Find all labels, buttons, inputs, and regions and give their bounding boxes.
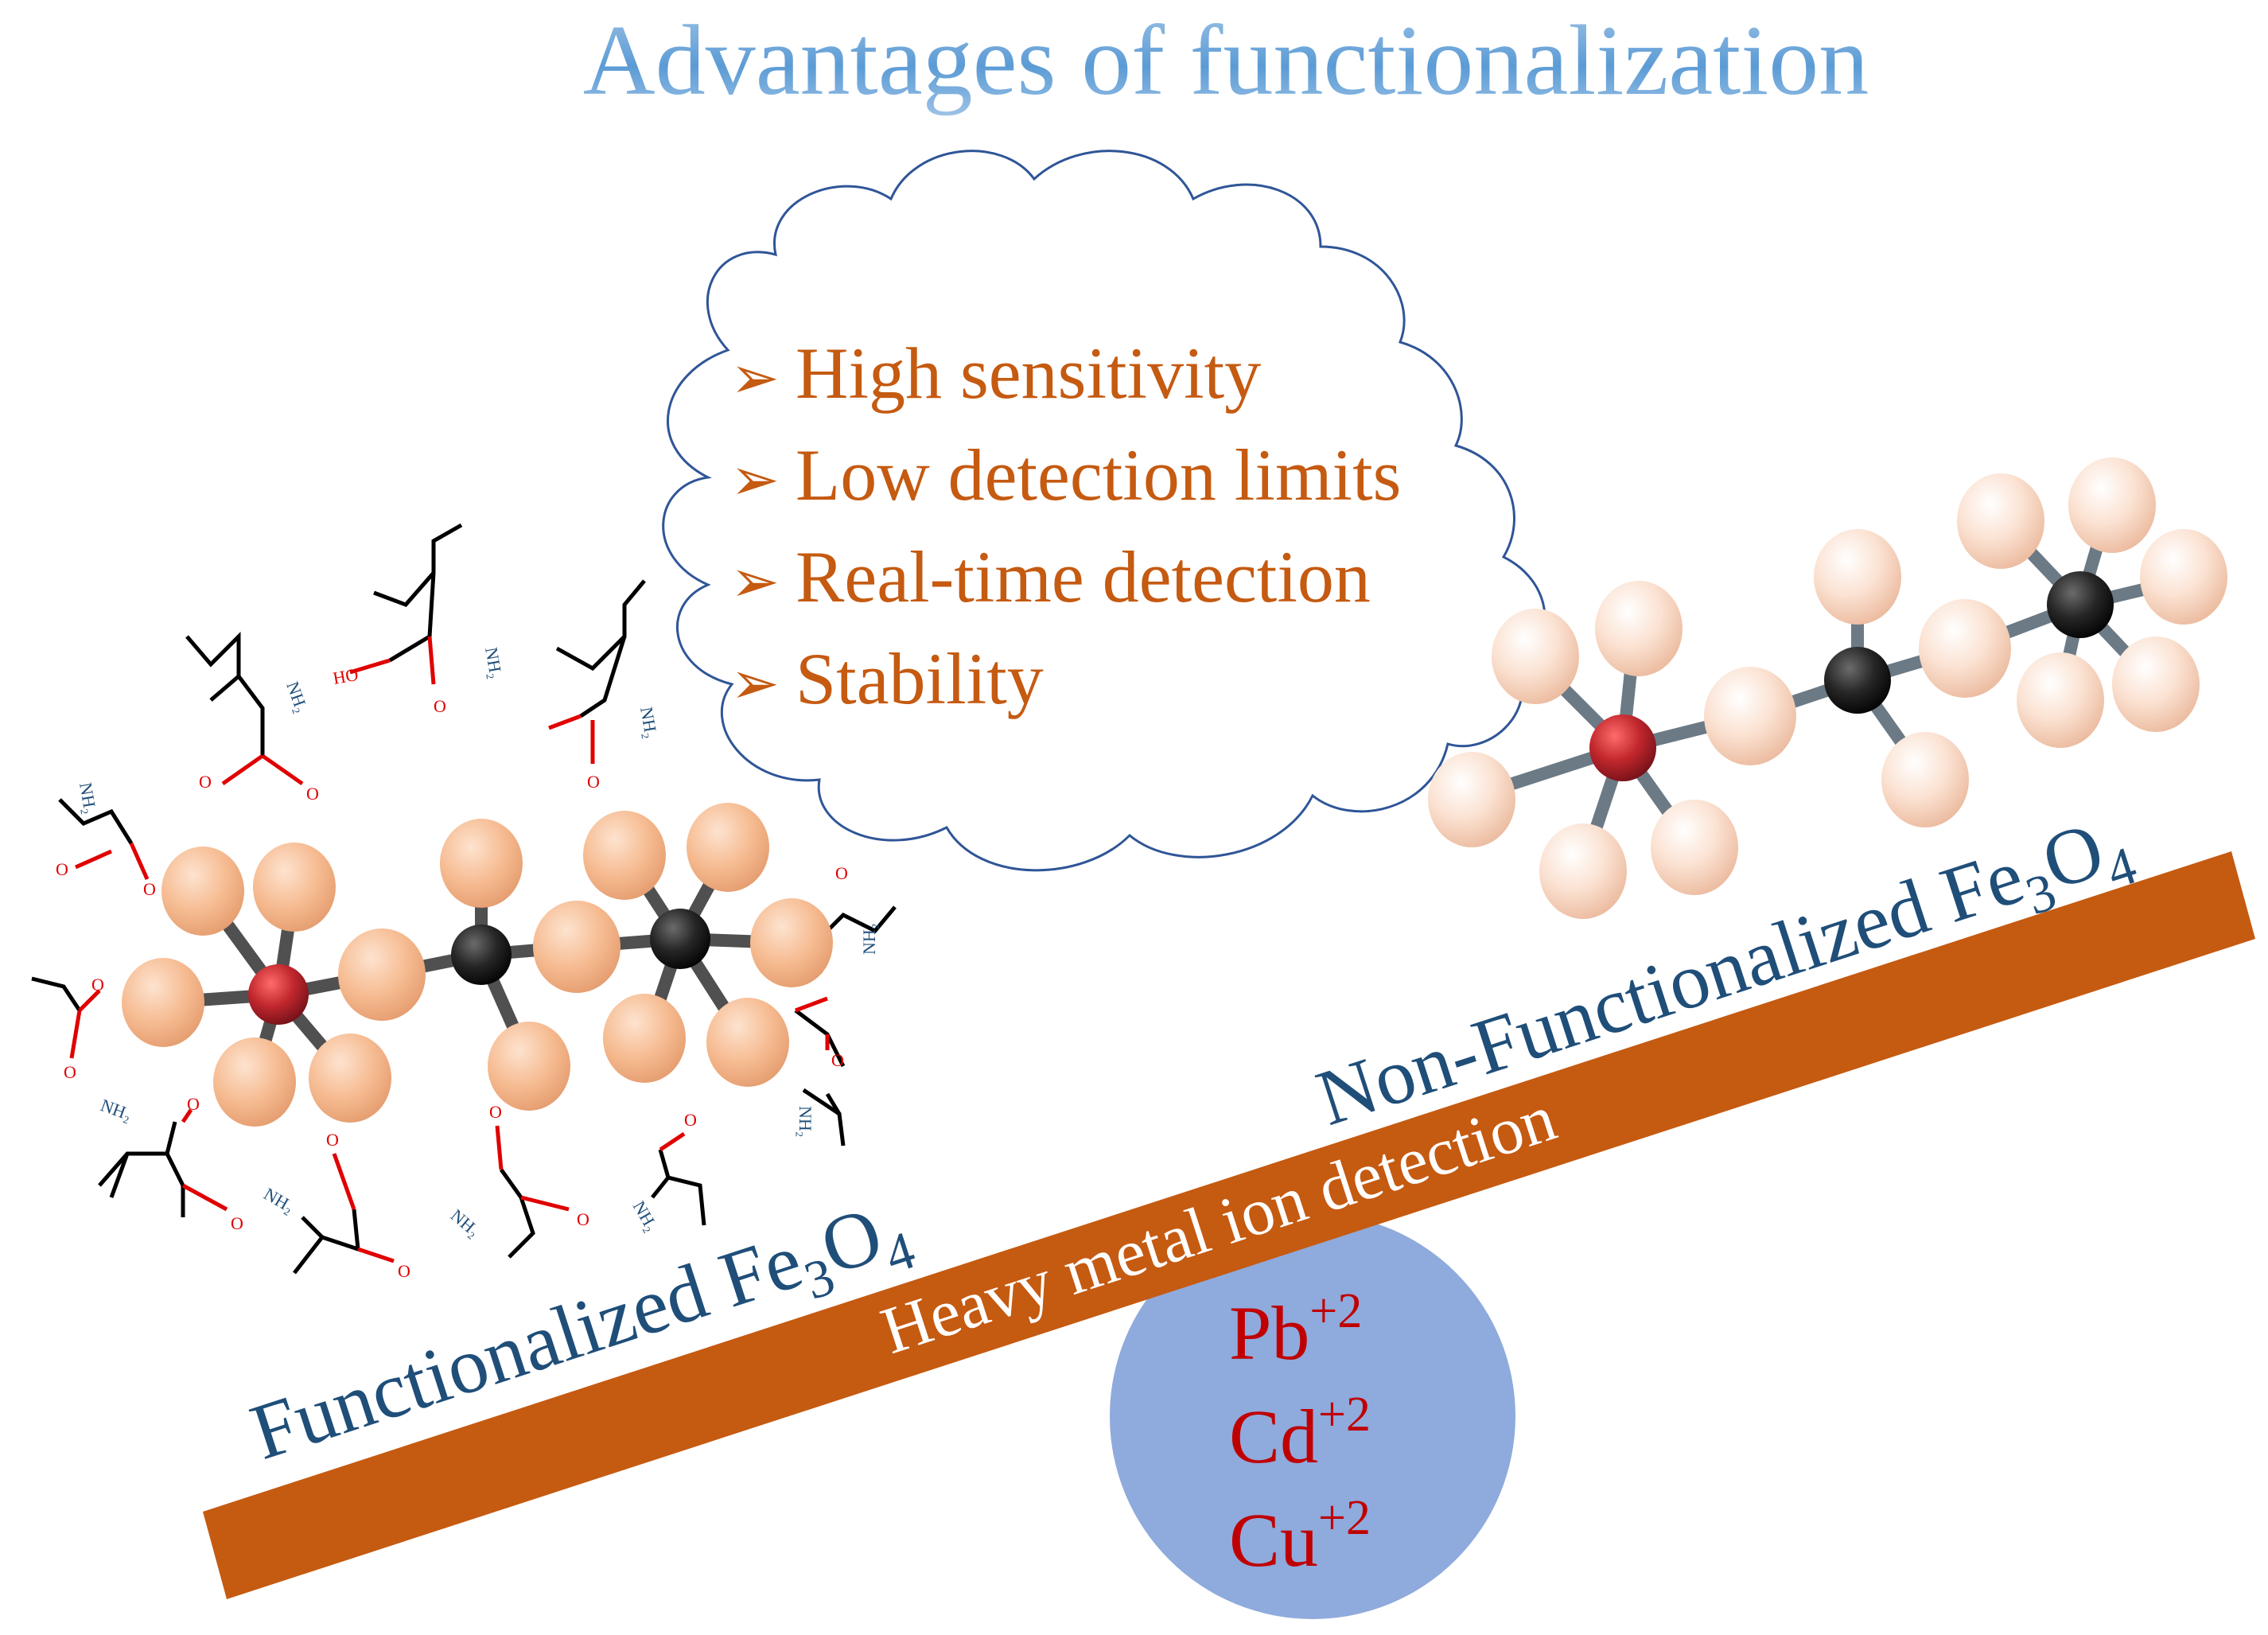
iron-atom xyxy=(248,964,309,1025)
functionalized-molecule xyxy=(122,803,833,1127)
diagram-title: Advantages of functionalization xyxy=(583,6,1869,116)
ligand-shell: NH₂ NH₂ NH₂ NH₂ NH₂ NH₂ NH₂ NH₂ NH₂ NH₂ … xyxy=(31,523,897,1281)
oxygen-label: O xyxy=(56,859,68,879)
seesaw-beam xyxy=(203,851,2255,1599)
oxygen-atom xyxy=(122,958,204,1047)
bullet-arrow-icon: ➢ xyxy=(730,446,780,514)
oxygen-label: O xyxy=(64,1062,76,1082)
advantage-label: High sensitivity xyxy=(796,333,1261,414)
oxygen-atom xyxy=(1595,581,1683,676)
iron-atom-dark xyxy=(1824,647,1891,714)
amine-label: NH₂ xyxy=(98,1095,134,1124)
iron-atom-dark xyxy=(2047,571,2114,638)
bullet-arrow-icon: ➢ xyxy=(730,547,780,616)
advantage-item: ➢ Real-time detection xyxy=(730,536,1371,617)
oxygen-atom xyxy=(440,819,523,908)
advantages-list: ➢ High sensitivity ➢ Low detection limit… xyxy=(730,333,1401,719)
hydroxyl-label: HO xyxy=(332,664,360,688)
oxygen-atom xyxy=(1919,599,2011,698)
oxygen-label: O xyxy=(398,1261,410,1281)
amine-label: NH₂ xyxy=(481,646,506,680)
oxygen-atom xyxy=(1704,667,1796,765)
oxygen-atom xyxy=(1651,800,1738,895)
oxygen-atom xyxy=(1814,529,1901,625)
ligand-fragment xyxy=(31,976,101,1059)
oxygen-label: O xyxy=(306,784,319,804)
amine-label: NH₂ xyxy=(859,924,879,955)
amine-label: NH₂ xyxy=(76,781,100,816)
oxygen-atom xyxy=(1428,752,1515,847)
ion-label: Cd+2 xyxy=(1229,1388,1371,1479)
oxygen-atom xyxy=(161,847,244,936)
iron-atom-dark xyxy=(650,909,710,969)
oxygen-label: O xyxy=(231,1213,243,1233)
oxygen-atom xyxy=(338,928,426,1021)
oxygen-label: O xyxy=(326,1130,339,1150)
oxygen-atom xyxy=(1539,823,1627,919)
advantage-item: ➢ Stability xyxy=(730,638,1044,719)
oxygen-label: O xyxy=(434,696,446,716)
fulcrum-circle xyxy=(1110,1213,1515,1619)
oxygen-atom xyxy=(750,898,833,987)
oxygen-atom xyxy=(2068,457,2156,553)
amine-label: NH₂ xyxy=(261,1184,298,1217)
oxygen-label: O xyxy=(91,975,104,995)
oxygen-atom xyxy=(488,1022,570,1111)
advantage-label: Low detection limits xyxy=(796,434,1401,516)
oxygen-label: O xyxy=(199,772,212,792)
ligand-fragment xyxy=(185,631,304,786)
advantage-label: Stability xyxy=(796,638,1044,719)
oxygen-atom xyxy=(687,803,769,892)
oxygen-atom xyxy=(706,998,789,1087)
oxygen-atom xyxy=(2017,652,2104,748)
oxygen-atom xyxy=(583,811,666,900)
ligand-fragment xyxy=(794,996,846,1068)
oxygen-atom xyxy=(1492,609,1579,704)
bullet-arrow-icon: ➢ xyxy=(730,649,780,718)
ligand-fragment xyxy=(548,579,646,764)
oxygen-atom xyxy=(2112,636,2200,732)
non-functionalized-molecule xyxy=(1428,457,2227,919)
oxygen-atom xyxy=(253,843,336,932)
oxygen-label: O xyxy=(577,1209,589,1229)
amine-label: NH₂ xyxy=(796,1106,815,1137)
ligand-fragment xyxy=(802,1088,846,1146)
ligand-fragment xyxy=(651,1131,706,1226)
oxygen-label: O xyxy=(187,1094,200,1114)
oxygen-atom xyxy=(1957,473,2044,569)
oxygen-atom xyxy=(2140,529,2227,625)
ion-list: Pb+2 Cd+2 Cu+2 xyxy=(1229,1284,1371,1582)
iron-atom xyxy=(1589,714,1656,781)
oxygen-label: O xyxy=(831,1050,844,1070)
ligand-fragment xyxy=(349,523,463,685)
oxygen-atom xyxy=(1881,732,1969,827)
advantage-item: ➢ High sensitivity xyxy=(730,333,1261,414)
oxygen-label: O xyxy=(835,863,848,883)
oxygen-atom xyxy=(533,901,620,993)
ion-label: Pb+2 xyxy=(1229,1284,1362,1376)
ligand-fragment xyxy=(58,798,150,881)
ligand-fragment xyxy=(495,1125,570,1259)
oxygen-label: O xyxy=(587,772,600,792)
amine-label: NH₂ xyxy=(636,706,661,740)
oxygen-label: O xyxy=(489,1102,502,1122)
amine-label: NH₂ xyxy=(282,679,312,715)
iron-atom-dark xyxy=(451,925,512,985)
oxygen-atom xyxy=(603,994,686,1083)
oxygen-label: O xyxy=(684,1110,697,1130)
oxygen-atom xyxy=(309,1034,391,1123)
ion-label: Cu+2 xyxy=(1229,1491,1371,1582)
amine-label: NH₂ xyxy=(447,1205,484,1241)
oxygen-atom xyxy=(213,1037,296,1127)
bullet-arrow-icon: ➢ xyxy=(730,344,780,412)
advantage-label: Real-time detection xyxy=(796,536,1371,617)
oxygen-label: O xyxy=(143,879,156,899)
ligand-fragment xyxy=(98,1108,228,1217)
advantage-item: ➢ Low detection limits xyxy=(730,434,1401,516)
ligand-fragment xyxy=(293,1153,395,1275)
amine-label: NH₂ xyxy=(629,1197,662,1235)
